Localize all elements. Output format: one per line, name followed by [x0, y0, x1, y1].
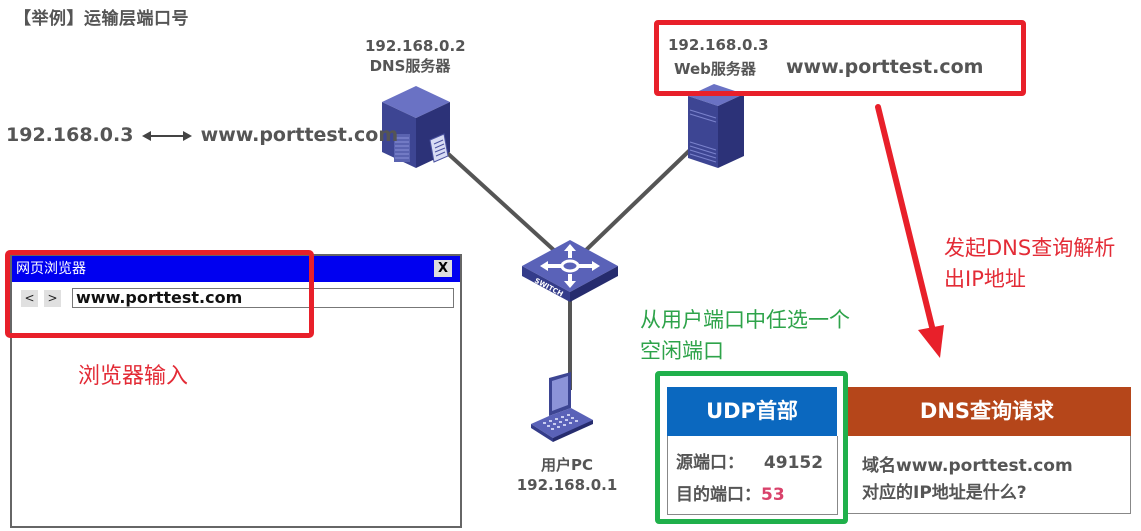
dst-port-label: 目的端口：	[676, 485, 761, 505]
port-choice-note-line: 空闲端口	[640, 339, 724, 363]
url-input[interactable]: www.porttest.com	[72, 288, 454, 308]
browser-titlebar: 网页浏览器 X	[12, 256, 460, 282]
dns-server-name: DNS服务器	[369, 57, 451, 75]
web-server-highlight	[654, 20, 1026, 96]
dns-query-note: 发起DNS查询解析 出IP地址	[944, 233, 1115, 295]
port-choice-note: 从用户端口中任选一个 空闲端口	[640, 305, 850, 367]
browser-window: 网页浏览器 X < > www.porttest.com	[10, 254, 462, 528]
browser-navbar: < > www.porttest.com	[12, 282, 460, 312]
dns-request-line: 对应的IP地址是什么?	[862, 483, 1027, 503]
dns-query-note-line: 出IP地址	[944, 267, 1026, 291]
user-pc-ip: 192.168.0.1	[516, 476, 618, 494]
dst-port-value: 53	[761, 485, 785, 505]
udp-header-fields: 源端口： 49152 目的端口：53	[667, 436, 838, 515]
back-button[interactable]: <	[21, 290, 38, 307]
web-server-name: Web服务器	[674, 60, 756, 78]
browser-input-caption: 浏览器输入	[78, 364, 189, 389]
src-port-label: 源端口：	[676, 453, 744, 473]
web-server-domain: www.porttest.com	[786, 56, 984, 78]
close-button[interactable]: X	[434, 260, 452, 277]
udp-header-highlight	[655, 371, 848, 524]
dns-query-note-line: 发起DNS查询解析	[944, 236, 1116, 260]
browser-input-highlight	[5, 250, 314, 338]
dns-request-body: 域名www.porttest.com 对应的IP地址是什么?	[843, 436, 1131, 514]
browser-title: 网页浏览器	[16, 261, 86, 277]
link-dns-switch	[442, 148, 558, 254]
dns-request-title: DNS查询请求	[843, 387, 1131, 436]
switch-icon: SWITCH	[522, 240, 618, 302]
user-pc-label: 用户PC 192.168.0.1	[505, 455, 629, 495]
user-pc-name: 用户PC	[540, 456, 593, 474]
src-port-value: 49152	[763, 453, 824, 473]
dns-server-label: 192.168.0.2 DNS服务器	[365, 36, 466, 76]
web-server-ip: 192.168.0.3	[668, 36, 769, 54]
src-port-row: 源端口： 49152	[676, 448, 823, 473]
dns-server-ip: 192.168.0.2	[365, 37, 466, 55]
dns-request-line: 域名www.porttest.com	[862, 456, 1073, 476]
laptop-icon	[531, 372, 593, 442]
udp-header-title: UDP首部	[667, 387, 837, 436]
ip-domain-mapping: 192.168.0.3 www.porttest.com	[6, 124, 398, 146]
port-choice-note-line: 从用户端口中任选一个	[640, 308, 850, 332]
page-title: 【举例】运输层端口号	[14, 9, 189, 29]
double-arrow-icon	[142, 130, 193, 141]
dns-server-icon	[382, 86, 450, 168]
link-web-switch	[582, 148, 692, 254]
dst-port-row: 目的端口：53	[676, 480, 785, 505]
dns-query-arrow	[875, 104, 944, 358]
forward-button[interactable]: >	[44, 290, 61, 307]
mapping-ip: 192.168.0.3	[6, 124, 134, 146]
mapping-domain: www.porttest.com	[200, 124, 399, 146]
